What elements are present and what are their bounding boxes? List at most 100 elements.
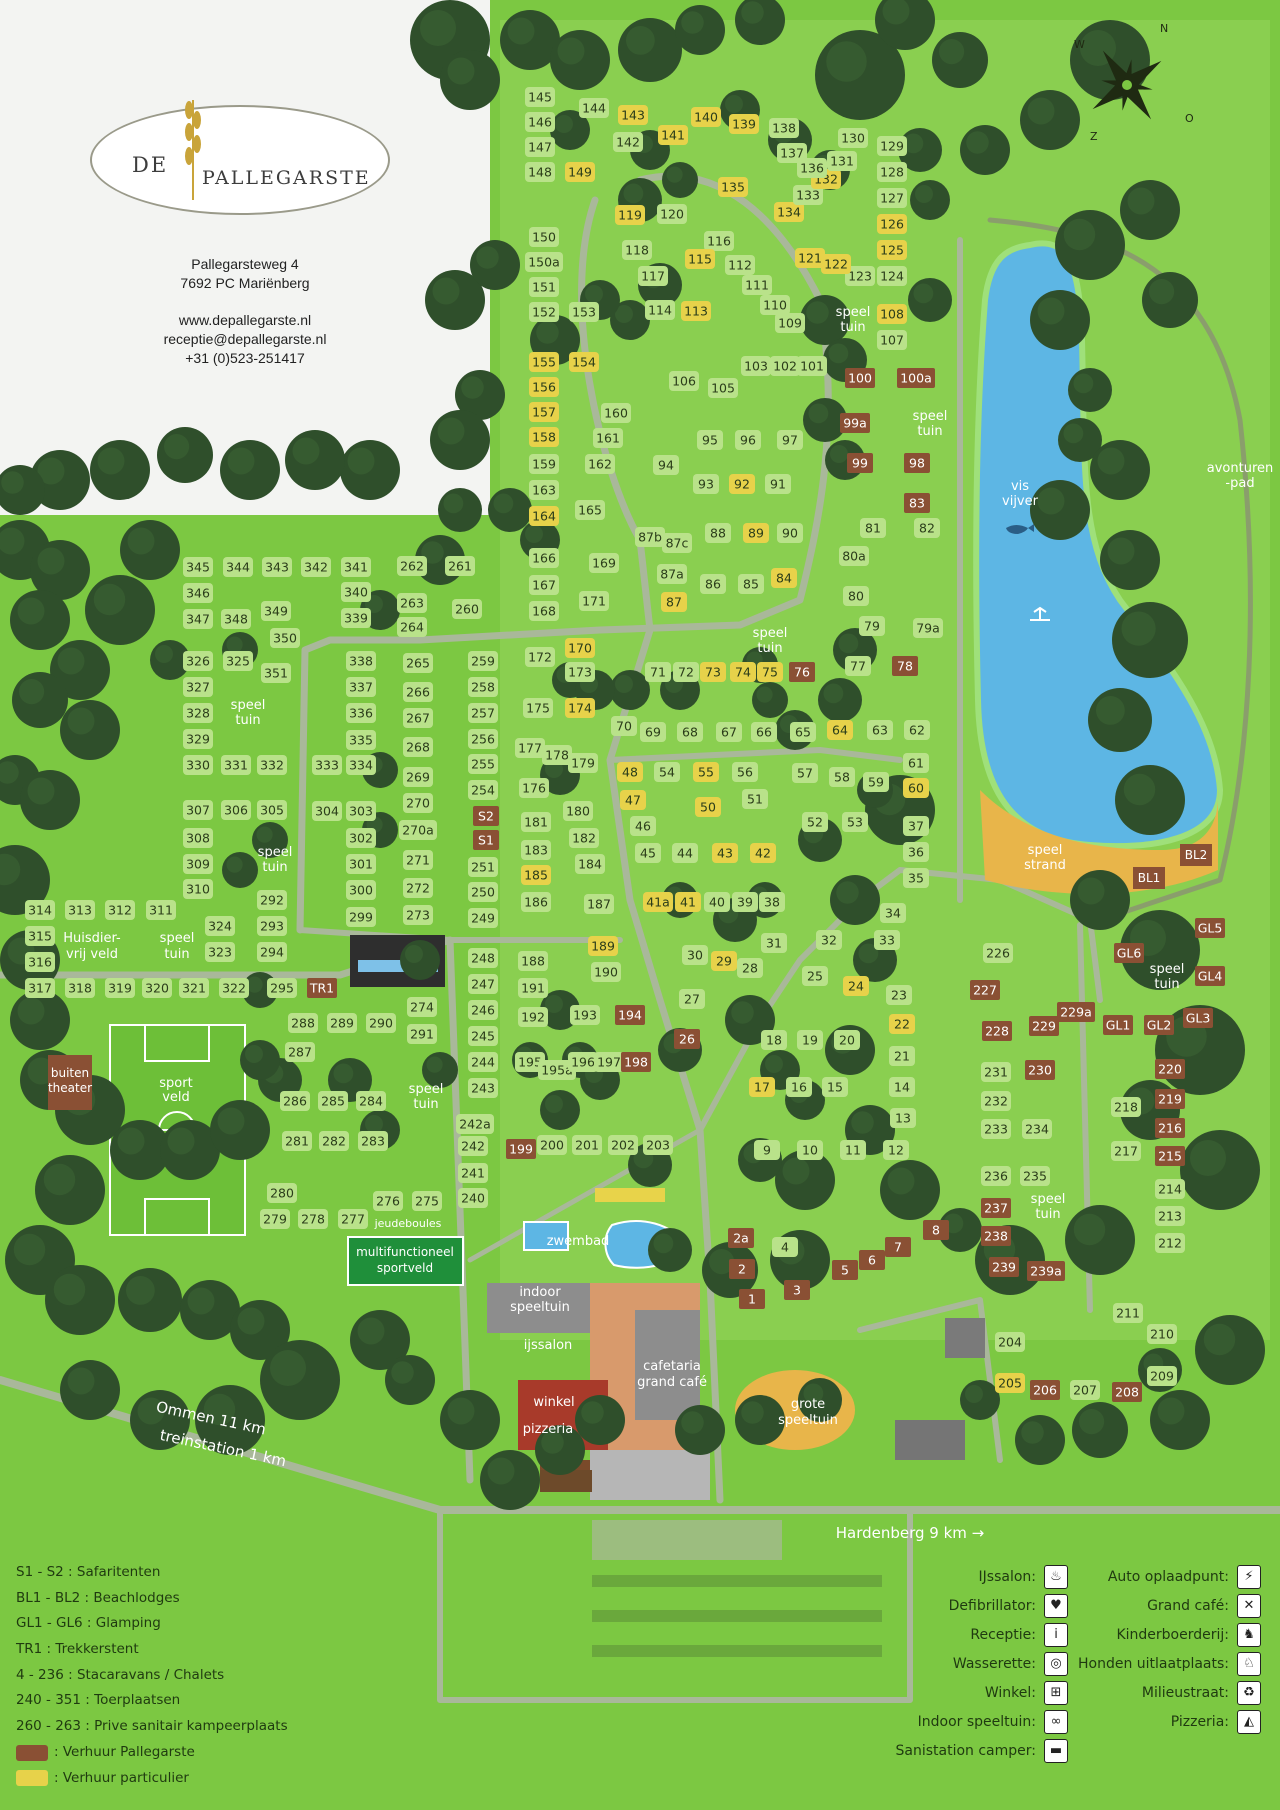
plot-158[interactable]: 158 [529, 427, 559, 447]
plot-163[interactable]: 163 [529, 480, 559, 500]
plot-248[interactable]: 248 [468, 948, 498, 968]
plot-150a[interactable]: 150a [525, 252, 563, 272]
plot-63[interactable]: 63 [867, 720, 893, 740]
plot-188[interactable]: 188 [518, 951, 548, 971]
plot-313[interactable]: 313 [65, 900, 95, 920]
plot-36[interactable]: 36 [903, 842, 929, 862]
plot-299[interactable]: 299 [346, 907, 376, 927]
plot-48[interactable]: 48 [617, 762, 643, 782]
plot-268[interactable]: 268 [403, 737, 433, 757]
plot-249[interactable]: 249 [468, 908, 498, 928]
plot-184[interactable]: 184 [575, 854, 605, 874]
plot-324[interactable]: 324 [205, 916, 235, 936]
plot-326[interactable]: 326 [183, 651, 213, 671]
plot-145[interactable]: 145 [525, 87, 555, 107]
plot-199[interactable]: 199 [506, 1139, 536, 1159]
plot-351[interactable]: 351 [261, 663, 291, 683]
plot-214[interactable]: 214 [1155, 1179, 1185, 1199]
plot-318[interactable]: 318 [65, 978, 95, 998]
plot-206[interactable]: 206 [1030, 1380, 1060, 1400]
plot-264[interactable]: 264 [397, 617, 427, 637]
plot-230[interactable]: 230 [1025, 1060, 1055, 1080]
plot-141[interactable]: 141 [658, 125, 688, 145]
plot-304[interactable]: 304 [312, 801, 342, 821]
plot-259[interactable]: 259 [468, 651, 498, 671]
plot-154[interactable]: 154 [569, 352, 599, 372]
plot-54[interactable]: 54 [654, 762, 680, 782]
plot-245[interactable]: 245 [468, 1026, 498, 1046]
plot-204[interactable]: 204 [995, 1332, 1025, 1352]
plot-255[interactable]: 255 [468, 754, 498, 774]
plot-209[interactable]: 209 [1147, 1366, 1177, 1386]
plot-96[interactable]: 96 [735, 430, 761, 450]
plot-239[interactable]: 239 [989, 1257, 1019, 1277]
plot-284[interactable]: 284 [356, 1091, 386, 1111]
plot-117[interactable]: 117 [638, 266, 668, 286]
plot-164[interactable]: 164 [529, 506, 559, 526]
plot-15[interactable]: 15 [822, 1077, 848, 1097]
plot-333[interactable]: 333 [312, 755, 342, 775]
plot-194[interactable]: 194 [615, 1005, 645, 1025]
plot-TR1[interactable]: TR1 [307, 978, 337, 998]
plot-23[interactable]: 23 [886, 985, 912, 1005]
plot-37[interactable]: 37 [903, 816, 929, 836]
plot-136[interactable]: 136 [797, 158, 827, 178]
plot-22[interactable]: 22 [889, 1014, 915, 1034]
plot-198[interactable]: 198 [621, 1052, 651, 1072]
plot-GL3[interactable]: GL3 [1183, 1008, 1213, 1028]
plot-127[interactable]: 127 [877, 188, 907, 208]
plot-12[interactable]: 12 [883, 1140, 909, 1160]
plot-238[interactable]: 238 [981, 1226, 1011, 1246]
plot-196[interactable]: 196 [568, 1052, 598, 1072]
plot-68[interactable]: 68 [677, 722, 703, 742]
plot-60[interactable]: 60 [903, 778, 929, 798]
plot-291[interactable]: 291 [407, 1024, 437, 1044]
plot-100a[interactable]: 100a [897, 368, 935, 388]
plot-31[interactable]: 31 [761, 933, 787, 953]
plot-29[interactable]: 29 [711, 951, 737, 971]
plot-183[interactable]: 183 [521, 840, 551, 860]
plot-79[interactable]: 79 [859, 616, 885, 636]
plot-105[interactable]: 105 [708, 378, 738, 398]
plot-43[interactable]: 43 [712, 843, 738, 863]
plot-74[interactable]: 74 [730, 662, 756, 682]
plot-236[interactable]: 236 [981, 1166, 1011, 1186]
plot-82[interactable]: 82 [914, 518, 940, 538]
plot-24[interactable]: 24 [843, 976, 869, 996]
plot-149[interactable]: 149 [565, 162, 595, 182]
plot-69[interactable]: 69 [640, 722, 666, 742]
plot-118[interactable]: 118 [622, 240, 652, 260]
plot-87[interactable]: 87 [661, 592, 687, 612]
plot-129[interactable]: 129 [877, 136, 907, 156]
plot-134[interactable]: 134 [774, 202, 804, 222]
plot-92[interactable]: 92 [729, 474, 755, 494]
plot-GL1[interactable]: GL1 [1103, 1015, 1133, 1035]
plot-251[interactable]: 251 [468, 857, 498, 877]
plot-271[interactable]: 271 [403, 850, 433, 870]
plot-7[interactable]: 7 [885, 1237, 911, 1257]
plot-107[interactable]: 107 [877, 330, 907, 350]
plot-39[interactable]: 39 [732, 892, 758, 912]
plot-162[interactable]: 162 [585, 454, 615, 474]
plot-155[interactable]: 155 [529, 352, 559, 372]
plot-246[interactable]: 246 [468, 1000, 498, 1020]
plot-325[interactable]: 325 [223, 651, 253, 671]
plot-168[interactable]: 168 [529, 601, 559, 621]
plot-332[interactable]: 332 [257, 755, 287, 775]
plot-102[interactable]: 102 [770, 356, 800, 376]
plot-135[interactable]: 135 [718, 177, 748, 197]
plot-64[interactable]: 64 [827, 720, 853, 740]
plot-116[interactable]: 116 [704, 231, 734, 251]
plot-70[interactable]: 70 [611, 716, 637, 736]
plot-227[interactable]: 227 [970, 980, 1000, 1000]
plot-44[interactable]: 44 [672, 843, 698, 863]
plot-1[interactable]: 1 [739, 1289, 765, 1309]
plot-193[interactable]: 193 [570, 1005, 600, 1025]
plot-114[interactable]: 114 [645, 300, 675, 320]
plot-161[interactable]: 161 [593, 428, 623, 448]
plot-302[interactable]: 302 [346, 828, 376, 848]
plot-52[interactable]: 52 [802, 812, 828, 832]
plot-280[interactable]: 280 [267, 1183, 297, 1203]
plot-91[interactable]: 91 [765, 474, 791, 494]
plot-120[interactable]: 120 [657, 204, 687, 224]
